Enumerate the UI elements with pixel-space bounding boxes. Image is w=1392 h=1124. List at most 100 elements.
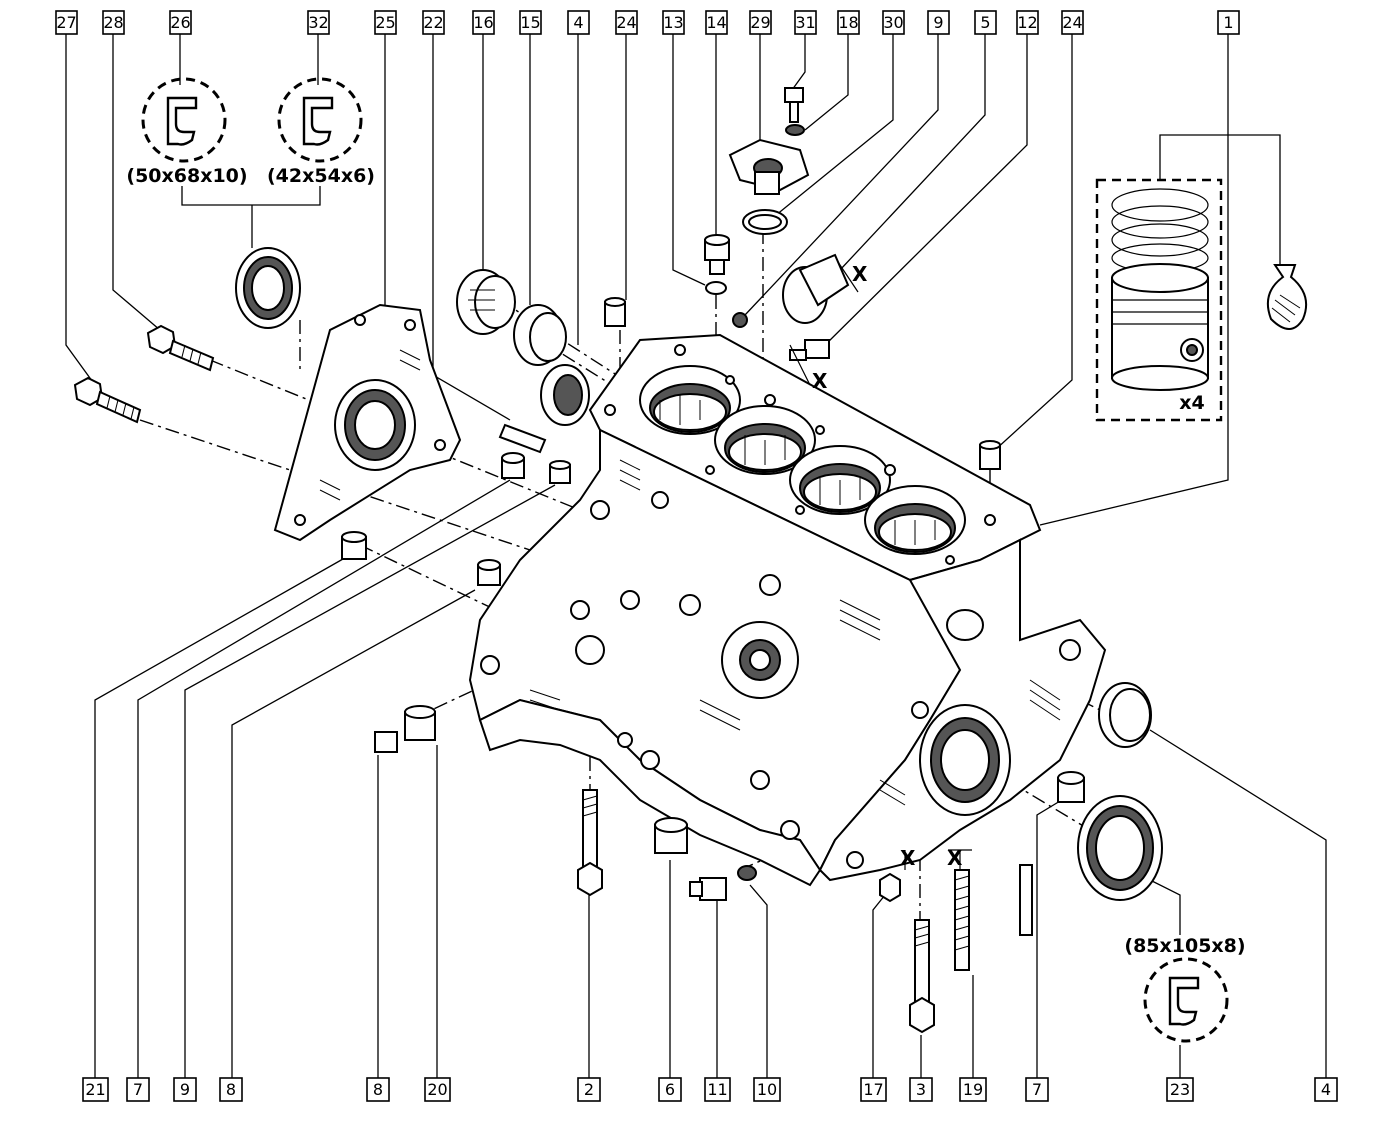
bolt-28: [146, 324, 215, 372]
dowel-24-right: [979, 440, 1001, 470]
callout-bottom: 11: [704, 1077, 731, 1102]
svg-text:4: 4: [573, 13, 583, 32]
callout-bottom: 19: [959, 1077, 987, 1102]
svg-text:3: 3: [916, 1080, 926, 1099]
bush-7-rear: [1057, 771, 1085, 803]
callout-top: 9: [927, 10, 950, 35]
svg-text:30: 30: [883, 13, 903, 32]
front-crank-seal-26-32: [235, 247, 301, 329]
svg-text:21: 21: [85, 1080, 105, 1099]
dimension-marks: X X X X: [789, 261, 972, 870]
callout-top: 26: [169, 10, 192, 35]
callout-top: 29: [749, 10, 772, 35]
pin-key: [1019, 864, 1033, 936]
svg-text:22: 22: [423, 13, 443, 32]
svg-text:16: 16: [473, 13, 493, 32]
cylinder-block: [468, 333, 1107, 887]
callout-bottom: 6: [658, 1077, 682, 1102]
seal-size-32: (42x54x6): [267, 165, 375, 187]
svg-text:15: 15: [520, 13, 540, 32]
svg-text:14: 14: [706, 13, 726, 32]
callout-bottom: 17: [860, 1077, 887, 1102]
svg-text:31: 31: [795, 13, 815, 32]
svg-text:7: 7: [1032, 1080, 1042, 1099]
plug-11-washer-10: [689, 865, 757, 901]
svg-text:29: 29: [750, 13, 770, 32]
callout-top: 15: [519, 10, 542, 35]
svg-text:11: 11: [707, 1080, 727, 1099]
thrust-sleeve-22: [498, 423, 547, 454]
dimension-x-1: X: [852, 262, 868, 286]
plug-8-20: [374, 705, 436, 753]
callout-top: 22: [422, 10, 445, 35]
callouts-top: 27 28 26 32 25 22 16 15 4 24 13 14 29 31…: [55, 10, 1240, 35]
svg-text:18: 18: [838, 13, 858, 32]
svg-text:20: 20: [427, 1080, 447, 1099]
svg-text:28: 28: [103, 13, 123, 32]
svg-text:13: 13: [663, 13, 683, 32]
svg-text:12: 12: [1017, 13, 1037, 32]
callout-top: 31: [794, 10, 817, 35]
callout-bottom: 4: [1314, 1077, 1338, 1102]
water-outlet-29: [728, 138, 810, 235]
svg-text:24: 24: [1062, 13, 1082, 32]
svg-text:32: 32: [308, 13, 328, 32]
callout-bottom: 7: [126, 1077, 150, 1102]
callout-top: 24: [1061, 10, 1084, 35]
callout-top: 28: [102, 10, 125, 35]
bolt-31-washer-18: [784, 87, 805, 136]
svg-text:27: 27: [56, 13, 76, 32]
bearing-shell-16: [456, 269, 516, 335]
svg-text:23: 23: [1170, 1080, 1190, 1099]
callout-top: 16: [472, 10, 495, 35]
stud-2: [577, 789, 603, 897]
callout-top: 25: [374, 10, 397, 35]
seal-size-23: (85x105x8): [1124, 935, 1245, 957]
svg-text:19: 19: [963, 1080, 983, 1099]
rear-crank-seal-23: [1077, 795, 1163, 901]
bearing-shell-4-front: [540, 364, 590, 426]
svg-text:2: 2: [584, 1080, 594, 1099]
svg-text:6: 6: [665, 1080, 675, 1099]
oil-jet-12: [789, 339, 830, 361]
svg-text:9: 9: [933, 13, 943, 32]
front-timing-cover: [273, 303, 462, 542]
stud-3: [909, 919, 935, 1034]
dimension-x-4: X: [947, 846, 963, 870]
svg-text:8: 8: [373, 1080, 383, 1099]
seal-detail-23: [1143, 957, 1229, 1043]
callout-top: 32: [307, 10, 330, 35]
callout-top: 30: [882, 10, 905, 35]
seal-detail-32: [277, 77, 363, 163]
callout-top: 14: [705, 10, 728, 35]
bearing-shell-15: [513, 304, 567, 366]
callout-top: 1: [1217, 10, 1240, 35]
svg-text:24: 24: [616, 13, 636, 32]
callout-bottom: 8: [219, 1077, 243, 1102]
piston-kit: x4: [1095, 178, 1307, 422]
callout-top: 18: [837, 10, 860, 35]
svg-text:7: 7: [133, 1080, 143, 1099]
bush-6: [654, 817, 688, 854]
seal-detail-26: [141, 77, 227, 163]
bush-21: [341, 531, 367, 560]
piston-quantity: x4: [1179, 392, 1204, 414]
svg-text:26: 26: [170, 13, 190, 32]
seal-size-26: (50x68x10): [126, 165, 247, 187]
dimension-x-3: X: [900, 846, 916, 870]
callout-top: 24: [615, 10, 638, 35]
svg-text:17: 17: [863, 1080, 883, 1099]
callout-top: 5: [974, 10, 997, 35]
nut-17: [879, 872, 901, 903]
callout-bottom: 20: [424, 1077, 451, 1102]
callout-bottom: 23: [1166, 1077, 1194, 1102]
svg-text:4: 4: [1321, 1080, 1331, 1099]
stud-19: [954, 869, 970, 971]
bolt-27: [73, 376, 142, 424]
callout-bottom: 7: [1025, 1077, 1049, 1102]
callout-top: 4: [567, 10, 590, 35]
bearing-shell-5: [782, 253, 850, 324]
dowel-24-left: [604, 297, 626, 327]
callouts-bottom: 21 7 9 8 8 20 2 6 11 10 17 3 19 7 23 4: [82, 1077, 1338, 1102]
